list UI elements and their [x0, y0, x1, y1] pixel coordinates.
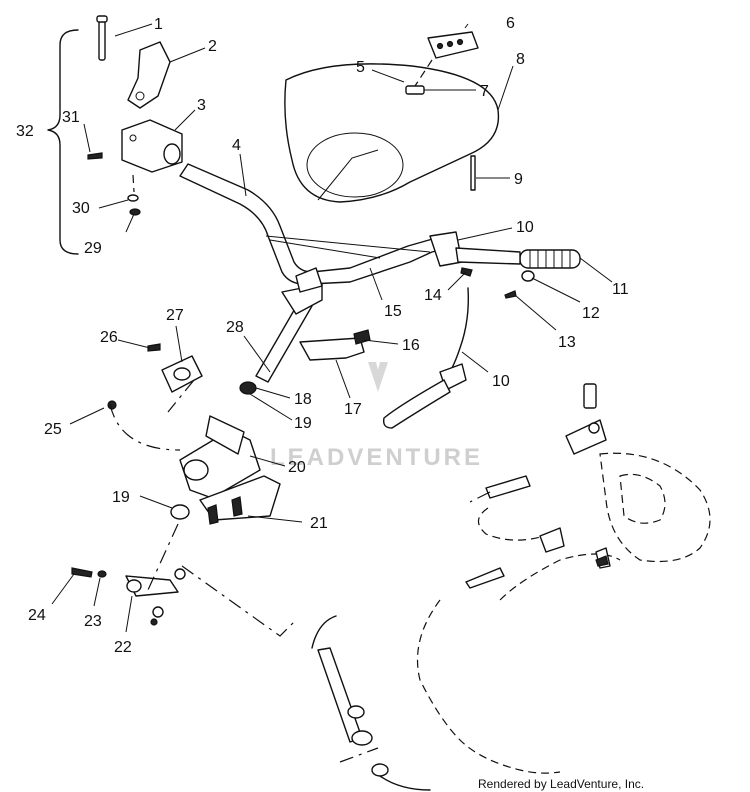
grip-part-11	[519, 249, 581, 269]
callout-22: 22	[114, 639, 132, 656]
callout-1: 1	[154, 16, 163, 33]
callout-32: 32	[16, 123, 34, 140]
watermark-text: LEADVENTURE	[270, 444, 483, 471]
callout-6: 6	[506, 15, 515, 32]
callout-2: 2	[208, 38, 217, 55]
cable-housing	[317, 647, 363, 743]
callout-4: 4	[232, 137, 241, 154]
callout-10-top: 10	[516, 219, 534, 236]
watermark-logo-icon	[368, 362, 388, 392]
washer-part-23	[97, 570, 107, 578]
callout-3: 3	[197, 97, 206, 114]
screw-part-13	[504, 290, 517, 299]
hood-pod-part-8	[284, 63, 500, 203]
nut-part-29	[129, 208, 141, 216]
cap-part-12	[521, 270, 535, 282]
bolt-part-24	[71, 567, 93, 578]
washer-part-30	[127, 194, 139, 202]
callout-23: 23	[84, 613, 102, 630]
watermark: LEADVENTURE	[270, 362, 483, 471]
callout-19-lower: 19	[112, 489, 130, 506]
screw-part-31	[87, 152, 103, 160]
callout-13: 13	[558, 334, 576, 351]
callout-10-bottom: 10	[492, 373, 510, 390]
callout-30: 30	[72, 200, 90, 217]
callout-12: 12	[582, 305, 600, 322]
lanyard-strap	[382, 379, 451, 429]
callout-7: 7	[480, 83, 489, 100]
callout-28: 28	[226, 319, 244, 336]
leader-lines	[51, 23, 613, 633]
carburetor-outline	[599, 452, 711, 563]
callout-9: 9	[514, 171, 523, 188]
steering-post-part-28	[255, 299, 313, 383]
callout-11: 11	[612, 281, 629, 298]
cable-adjuster-lower	[539, 527, 565, 553]
callout-19-upper: 19	[294, 415, 312, 432]
callout-20: 20	[288, 459, 306, 476]
cable-adjuster-upper	[485, 475, 531, 499]
group-bracket	[47, 29, 79, 255]
callout-31: 31	[62, 109, 80, 126]
bushing-part-19-lower	[170, 504, 190, 520]
steering-wheel-shape	[306, 132, 404, 198]
callout-26: 26	[100, 329, 118, 346]
screw-part-16	[353, 329, 371, 345]
screw-part-26	[147, 343, 161, 352]
callout-5: 5	[356, 59, 365, 76]
nut-part-25	[107, 400, 117, 410]
bolt-part-1	[96, 15, 108, 61]
callout-25: 25	[44, 421, 62, 438]
screw-part-9	[470, 155, 476, 191]
connector-part-7	[405, 85, 425, 95]
callout-18: 18	[294, 391, 312, 408]
cable-end-upper	[311, 615, 337, 649]
footer-credit: Rendered by LeadVenture, Inc.	[478, 777, 644, 791]
callout-8: 8	[516, 51, 525, 68]
callout-15: 15	[384, 303, 402, 320]
bracket-part-2	[127, 41, 171, 109]
callout-labels: 1 2 3 4 5 6 7 8 9 10 10 11 12 13 14 15 1…	[16, 15, 629, 656]
callout-21: 21	[310, 515, 328, 532]
cover-part-17	[299, 337, 365, 361]
callout-17: 17	[344, 401, 362, 418]
callout-29: 29	[84, 240, 102, 257]
bushing-part-18	[239, 381, 257, 395]
callout-14: 14	[424, 287, 442, 304]
callout-24: 24	[28, 607, 46, 624]
screw-part-14	[460, 267, 473, 277]
gauge-part-6	[427, 31, 479, 59]
callout-16: 16	[402, 337, 420, 354]
callout-27: 27	[166, 307, 184, 324]
